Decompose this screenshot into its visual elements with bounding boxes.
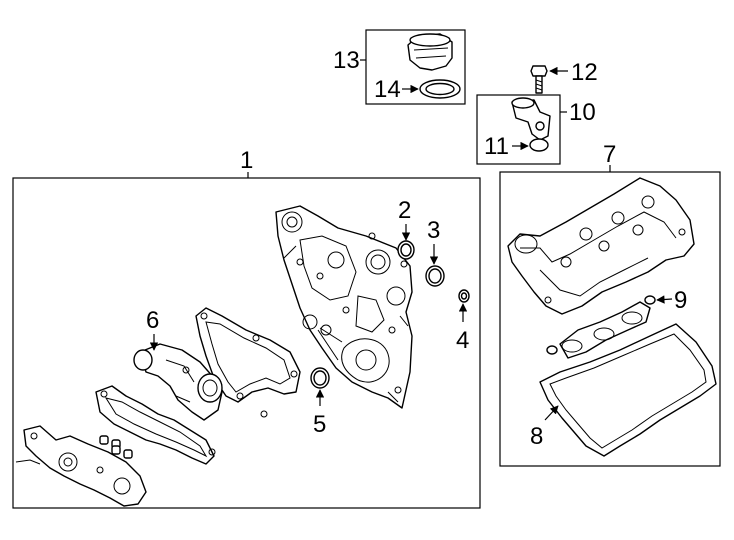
group-box-13 xyxy=(365,29,466,105)
pump-gasket-icon xyxy=(95,385,216,465)
arrow-8 xyxy=(544,405,559,421)
callout-11: 11 xyxy=(484,133,509,160)
callout-6: 6 xyxy=(146,307,159,334)
bolt-icon xyxy=(530,65,548,94)
callout-1: 1 xyxy=(240,147,253,174)
oil-filler-cap-icon xyxy=(407,33,453,71)
cap-seal-ring-icon xyxy=(419,79,461,99)
seal-ring-2-icon xyxy=(397,240,415,260)
group-box-1 xyxy=(12,177,481,509)
timing-cover-icon xyxy=(275,205,413,409)
water-pump-icon xyxy=(15,425,147,507)
callout-13: 13 xyxy=(333,47,360,74)
dowel-pins-icon xyxy=(99,435,133,459)
valve-cover-gasket-icon xyxy=(539,323,717,457)
seal-ring-5-icon xyxy=(310,367,330,389)
fitting-o-ring-icon xyxy=(529,138,549,152)
seal-ring-4-icon xyxy=(458,289,470,303)
cover-gasket-icon xyxy=(195,307,301,418)
outlet-fitting-icon xyxy=(511,97,551,141)
spark-plug-seal-set-icon xyxy=(546,295,656,359)
callout-14: 14 xyxy=(374,76,401,103)
callout-5: 5 xyxy=(313,411,326,438)
arrow-9 xyxy=(656,295,673,304)
callout-9: 9 xyxy=(674,287,687,314)
leader-cover xyxy=(317,327,343,361)
callout-10: 10 xyxy=(569,99,596,126)
callout-2: 2 xyxy=(398,197,411,224)
valve-cover-icon xyxy=(507,177,695,315)
callout-4: 4 xyxy=(456,327,469,354)
group-box-10 xyxy=(476,94,561,165)
thermostat-housing-icon xyxy=(133,343,223,421)
callout-7: 7 xyxy=(603,141,616,168)
callout-8: 8 xyxy=(530,423,543,450)
seal-ring-3-icon xyxy=(425,265,445,287)
callout-12: 12 xyxy=(571,59,598,86)
callout-3: 3 xyxy=(427,217,440,244)
